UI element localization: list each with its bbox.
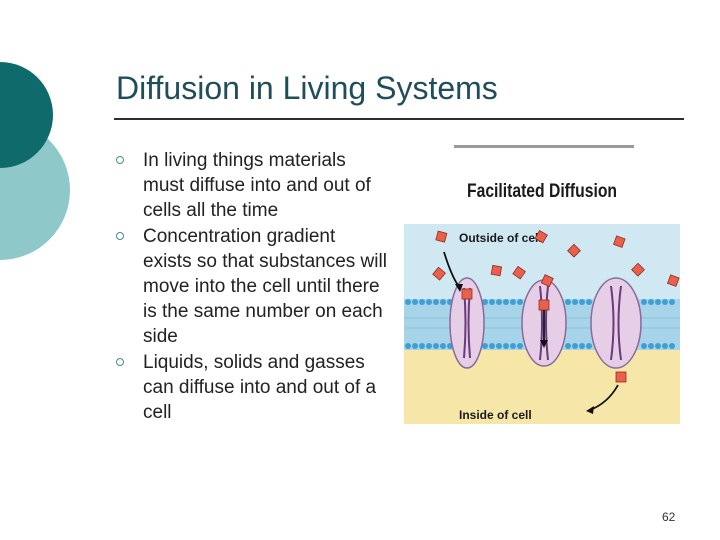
figure-caption: Facilitated Diffusion	[467, 181, 617, 202]
decorative-circle-dark	[0, 62, 53, 168]
page-number: 62	[662, 510, 676, 524]
bullet-marker-icon	[116, 231, 124, 240]
bullet-marker-icon	[116, 357, 124, 366]
bullet-item: Concentration gradient exists so that su…	[116, 224, 388, 350]
channel-protein-3	[590, 277, 642, 369]
bullet-list: In living things materials must diffuse …	[116, 148, 388, 425]
slide-title: Diffusion in Living Systems	[116, 70, 498, 106]
arrow-heads	[455, 284, 594, 414]
bullet-text: In living things materials must diffuse …	[143, 150, 371, 222]
title-underline	[114, 118, 684, 120]
inside-label: Inside of cell	[459, 408, 532, 422]
outside-label: Outside of cell	[459, 231, 542, 245]
decorative-circles	[0, 62, 70, 260]
facilitated-diffusion-figure: Facilitated Diffusion Outside of cell In…	[404, 145, 680, 424]
figure-header-text	[454, 145, 634, 148]
bullet-text: Liquids, solids and gasses can diffuse i…	[143, 351, 377, 424]
molecules-in-channels	[461, 288, 627, 383]
bullet-marker-icon	[116, 156, 124, 164]
membrane-bottom-heads	[405, 343, 675, 349]
bullet-text: Concentration gradient exists so that su…	[143, 225, 387, 348]
molecules-outside	[432, 229, 680, 288]
bullet-item: Liquids, solids and gasses can diffuse i…	[116, 350, 388, 426]
bullet-item: In living things materials must diffuse …	[116, 148, 388, 224]
membrane-top-heads	[405, 299, 675, 305]
